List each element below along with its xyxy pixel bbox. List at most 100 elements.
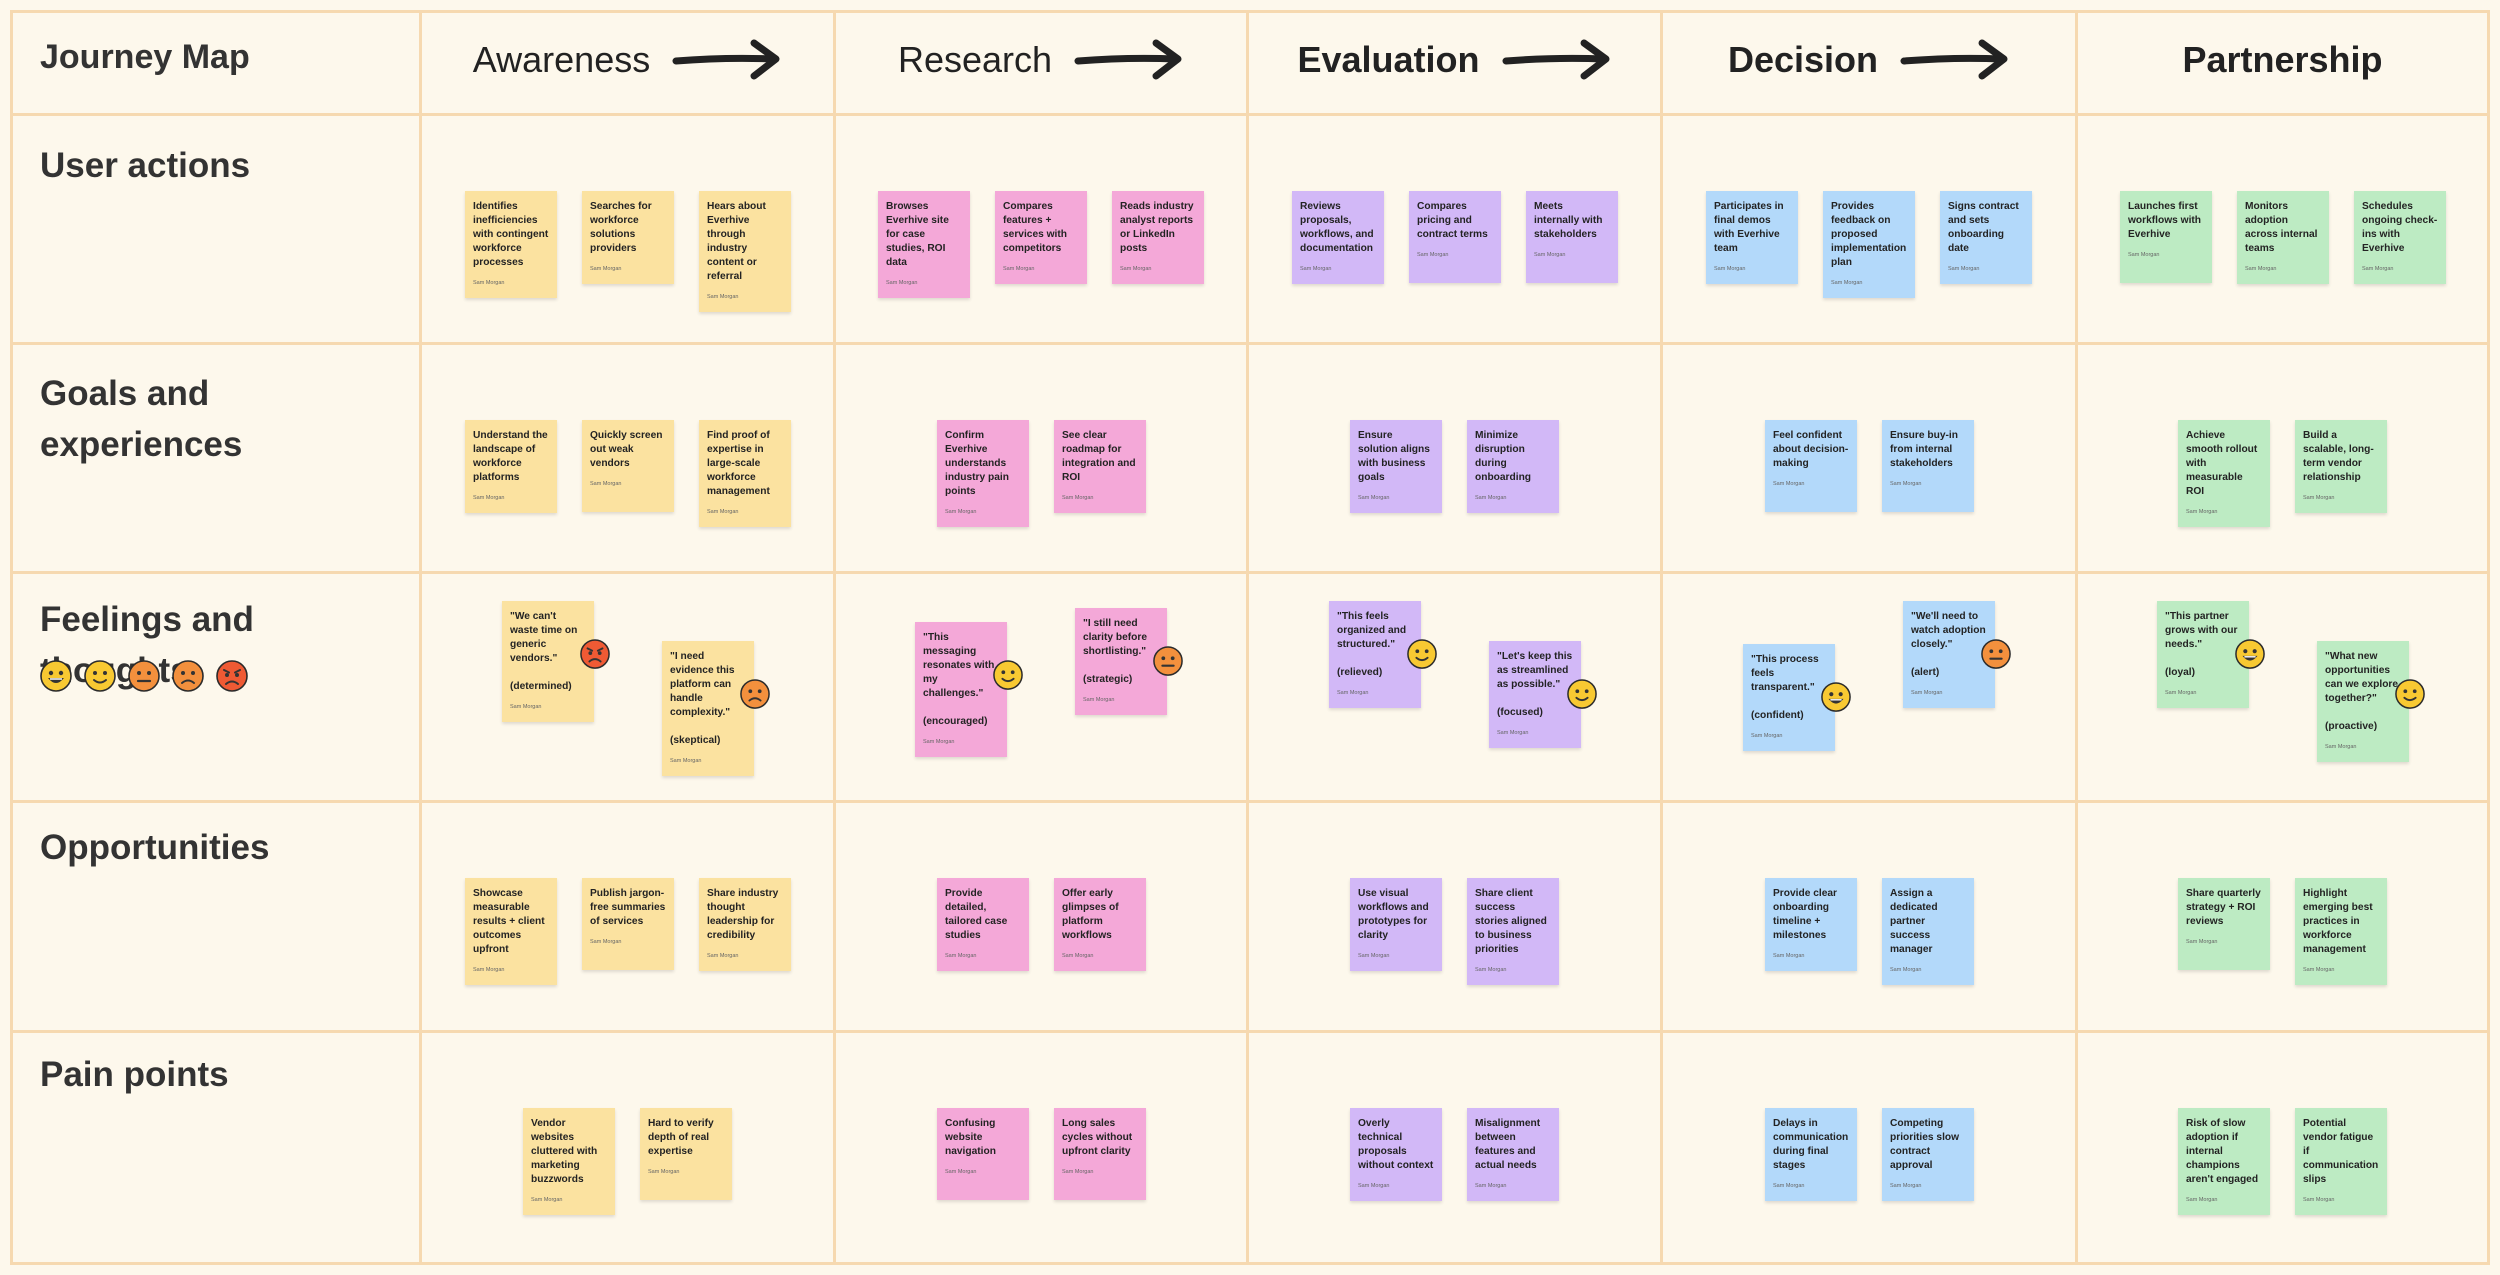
sticky-note[interactable]: Understand the landscape of workforce pl… [465,420,557,513]
note-text: Monitors adoption across internal teams [2245,201,2318,254]
sticky-note[interactable]: Risk of slow adoption if internal champi… [2178,1108,2270,1215]
sticky-note[interactable]: "We'll need to watch adoption closely." … [1903,601,2011,708]
note-author: Sam Morgan [1475,1183,1507,1189]
row-label-feelings: Feelings and thoughts [40,600,254,690]
sticky-note[interactable]: "This feels organized and structured." (… [1329,601,1437,708]
note-text: See clear roadmap for integration and RO… [1062,430,1136,483]
sticky-note[interactable]: Publish jargon-free summaries of service… [582,878,674,970]
grid-line [10,571,2490,574]
stage-label: Partnership [2182,39,2383,80]
arrow-right-icon [1502,38,1612,82]
sticky-note[interactable]: Potential vendor fatigue if communicatio… [2295,1108,2387,1215]
arrow-right-icon [672,38,782,82]
note-author: Sam Morgan [945,1169,977,1175]
sticky-note[interactable]: Delays in communication during final sta… [1765,1108,1857,1201]
sticky-note[interactable]: "What new opportunities can we explore t… [2317,641,2425,762]
sticky-note[interactable]: Competing priorities slow contract appro… [1882,1108,1974,1201]
note-author: Sam Morgan [1911,690,1943,696]
note-author: Sam Morgan [1083,697,1115,703]
sticky-note[interactable]: Long sales cycles without upfront clarit… [1054,1108,1146,1200]
note-text: Offer early glimpses of platform workflo… [1062,888,1119,941]
note-text: Share client success stories aligned to … [1475,888,1547,955]
sticky-note[interactable]: Vendor websites cluttered with marketing… [523,1108,615,1215]
sticky-note[interactable]: Offer early glimpses of platform workflo… [1054,878,1146,971]
note-text: "This process feels transparent." (confi… [1751,654,1819,721]
sticky-note[interactable]: "We can't waste time on generic vendors.… [502,601,610,722]
sticky-note[interactable]: Misalignment between features and actual… [1467,1108,1559,1201]
sticky-note[interactable]: Searches for workforce solutions provide… [582,191,674,284]
sticky-note[interactable]: Hears about Everhive through industry co… [699,191,791,312]
grid-line [1246,10,1249,1265]
note-author: Sam Morgan [473,967,505,973]
grid-line [10,342,2490,345]
sticky-note[interactable]: Reviews proposals, workflows, and docume… [1292,191,1384,284]
note-author: Sam Morgan [2325,744,2357,750]
sticky-note[interactable]: Highlight emerging best practices in wor… [2295,878,2387,985]
sticky-note[interactable]: "Let's keep this as streamlined as possi… [1489,641,1597,748]
note-author: Sam Morgan [1300,266,1332,272]
note-author: Sam Morgan [1890,1183,1922,1189]
sticky-note[interactable]: Share client success stories aligned to … [1467,878,1559,985]
note-text: Provide clear onboarding timeline + mile… [1773,888,1837,941]
note-text: Hard to verify depth of real expertise [648,1118,714,1157]
grid-line [10,10,13,1265]
sticky-note[interactable]: Showcase measurable results + client out… [465,878,557,985]
sticky-note[interactable]: Find proof of expertise in large-scale w… [699,420,791,527]
sticky-note[interactable]: Reads industry analyst reports or Linked… [1112,191,1204,284]
sticky-note[interactable]: "This messaging resonates with my challe… [915,622,1023,757]
smiling-face-icon [84,660,116,692]
sticky-note[interactable]: Identifies inefficiencies with contingen… [465,191,557,298]
note-author: Sam Morgan [531,1197,563,1203]
stage-header-awareness: Awareness [422,30,833,90]
note-text: Build a scalable, long-term vendor relat… [2303,430,2374,483]
note-text: Confirm Everhive understands industry pa… [945,430,1009,497]
note-author: Sam Morgan [1003,266,1035,272]
sticky-note[interactable]: Compares features + services with compet… [995,191,1087,284]
sticky-note[interactable]: "This partner grows with our needs." (lo… [2157,601,2265,708]
sticky-note[interactable]: Provides feedback on proposed implementa… [1823,191,1915,298]
sticky-note[interactable]: Ensure buy-in from internal stakeholders… [1882,420,1974,512]
sticky-note[interactable]: Ensure solution aligns with business goa… [1350,420,1442,513]
sticky-note[interactable]: Share industry thought leadership for cr… [699,878,791,971]
sticky-note[interactable]: Participates in final demos with Everhiv… [1706,191,1798,284]
note-author: Sam Morgan [1337,690,1369,696]
note-text: "Let's keep this as streamlined as possi… [1497,651,1573,718]
sticky-note[interactable]: Browses Everhive site for case studies, … [878,191,970,298]
sticky-note[interactable]: Build a scalable, long-term vendor relat… [2295,420,2387,513]
frowning-face-icon [172,660,204,692]
sticky-note[interactable]: Achieve smooth rollout with measurable R… [2178,420,2270,527]
grid-line [10,1262,2490,1265]
note-author: Sam Morgan [2186,939,2218,945]
row-label-goals: Goals and experiences [40,374,243,464]
note-author: Sam Morgan [2303,1197,2335,1203]
row-label-opportunities: Opportunities [40,828,270,867]
grid-line [10,113,2490,116]
sticky-note[interactable]: Overly technical proposals without conte… [1350,1108,1442,1201]
sticky-note[interactable]: Confirm Everhive understands industry pa… [937,420,1029,527]
sticky-note[interactable]: "I still need clarity before shortlistin… [1075,608,1183,715]
note-text: Highlight emerging best practices in wor… [2303,888,2373,955]
sticky-note[interactable]: See clear roadmap for integration and RO… [1054,420,1146,513]
note-author: Sam Morgan [1497,730,1529,736]
sticky-note[interactable]: Schedules ongoing check-ins with Everhiv… [2354,191,2446,284]
sticky-note[interactable]: "I need evidence this platform can handl… [662,641,770,776]
sticky-note[interactable]: Use visual workflows and prototypes for … [1350,878,1442,971]
sticky-note[interactable]: "This process feels transparent." (confi… [1743,644,1851,751]
note-author: Sam Morgan [1831,280,1863,286]
sticky-note[interactable]: Provide clear onboarding timeline + mile… [1765,878,1857,971]
grid-line [10,800,2490,803]
sticky-note[interactable]: Assign a dedicated partner success manag… [1882,878,1974,985]
